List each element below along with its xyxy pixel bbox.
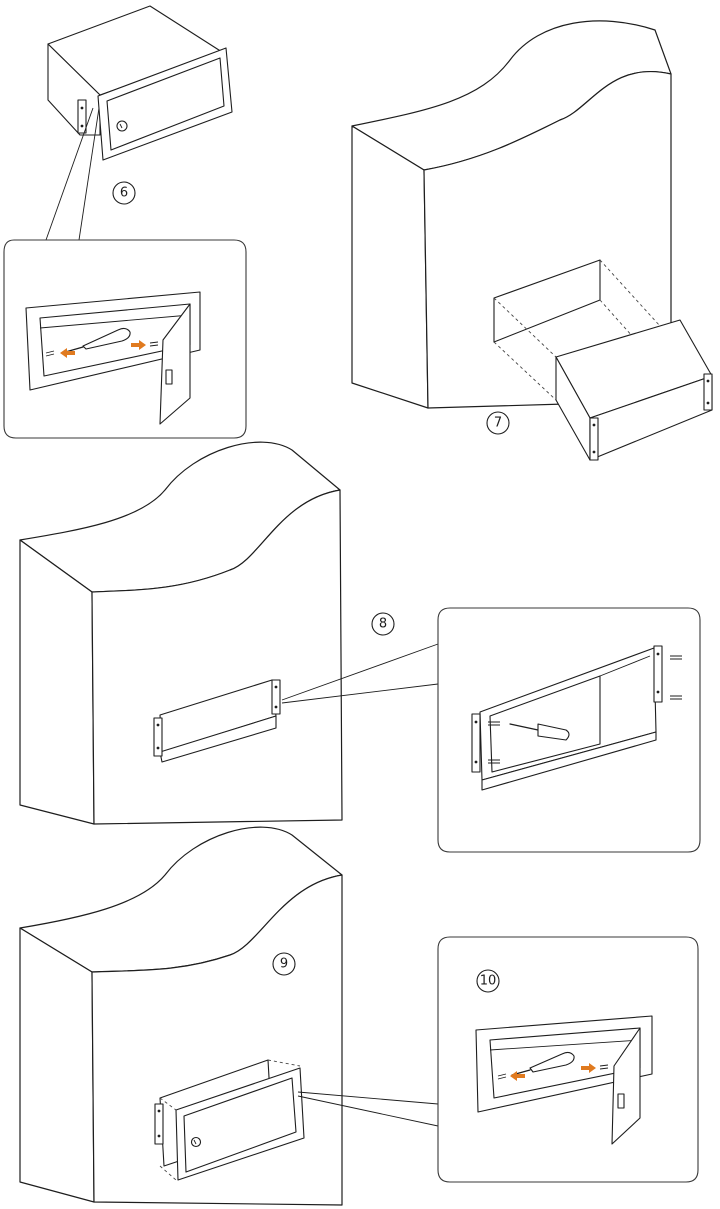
step-6-label: 6	[120, 186, 128, 201]
screw-icon	[497, 1064, 609, 1080]
step-7-safe-box	[555, 319, 713, 461]
step-10-label: 10	[480, 974, 497, 989]
step-9-wall	[19, 826, 343, 1206]
step-9-number: 9	[272, 952, 296, 976]
arrow-left-icon	[510, 1071, 525, 1081]
arrow-left-icon	[60, 348, 75, 358]
step-6-safe-box	[47, 5, 233, 161]
step-7-wall	[351, 20, 701, 413]
screw-icon	[488, 655, 682, 764]
screw-icon	[45, 341, 159, 357]
arrow-right-icon	[131, 340, 146, 350]
step-10-detail-inset	[437, 936, 699, 1183]
step-7-number: 7	[486, 411, 510, 435]
step-8-wall	[19, 441, 343, 825]
step-7-label: 7	[494, 416, 502, 431]
step-6-detail-inset	[3, 239, 247, 439]
step-8-number: 8	[371, 612, 395, 636]
screwdriver-icon	[509, 723, 570, 741]
step-8-detail-inset	[437, 607, 701, 853]
step-9-label: 9	[280, 957, 288, 972]
step-10-number: 10	[476, 969, 500, 993]
arrow-right-icon	[581, 1063, 596, 1073]
step-6-number: 6	[112, 181, 136, 205]
step-8-label: 8	[379, 617, 387, 632]
